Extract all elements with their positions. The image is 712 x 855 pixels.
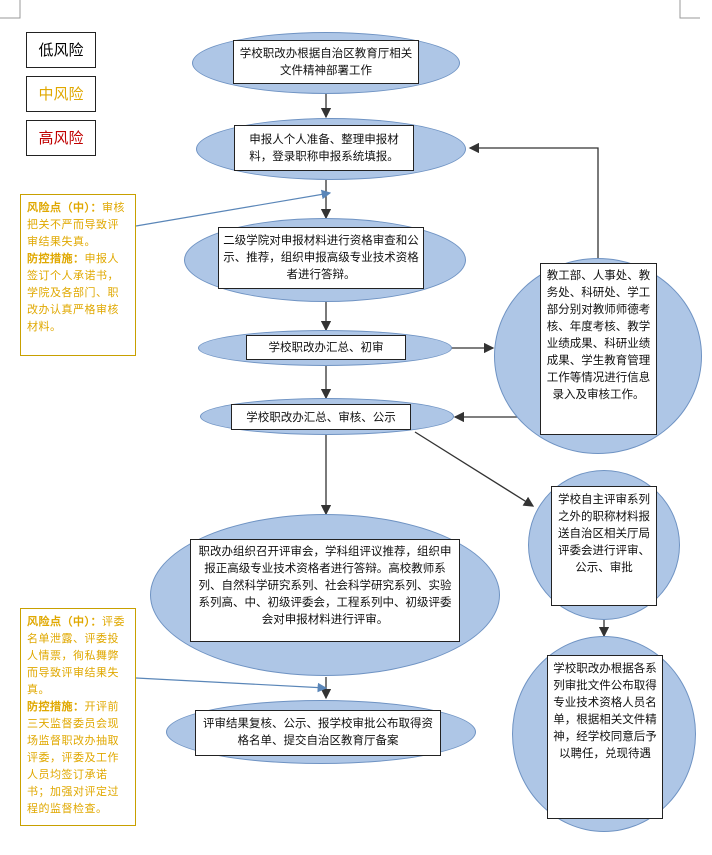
corner-mark-left bbox=[0, 0, 21, 19]
legend-low-risk: 低风险 bbox=[26, 32, 96, 68]
risk-2-label: 风险点（中）： bbox=[27, 615, 102, 628]
node-7-text: 评审结果复核、公示、报学校审批公布取得资格名单、提交自治区教育厅备案 bbox=[195, 710, 441, 756]
arrow-side1-n2 bbox=[468, 142, 599, 258]
risk-1-text: 审核把关不严而导致评审结果失真。 bbox=[27, 201, 125, 248]
risk1-pointer bbox=[135, 189, 332, 227]
node-4-text: 学校职改办汇总、初审 bbox=[246, 335, 406, 360]
risk-note-1: 风险点（中）：审核把关不严而导致评审结果失真。 防控措施：申报人签订个人承诺书，… bbox=[20, 194, 136, 356]
risk-2-measure-label: 防控措施： bbox=[27, 700, 85, 713]
risk-1-measure-label: 防控措施： bbox=[27, 252, 85, 265]
risk-2-measure: 开评前三天监督委员会现场监督职改办抽取评委，评委及工作人员均签订承诺书；加强对评… bbox=[27, 700, 119, 815]
node-6-text: 职改办组织召开评审会，学科组评议推荐，组织申报正高级专业技术资格者进行答辩。高校… bbox=[190, 539, 460, 642]
risk2-pointer bbox=[135, 677, 328, 693]
risk-1-label: 风险点（中）： bbox=[27, 201, 102, 214]
corner-mark-right bbox=[679, 0, 700, 19]
side-1-text: 教工部、人事处、教务处、科研处、学工部分别对教师师德考核、年度考核、教学业绩成果… bbox=[540, 263, 657, 435]
risk-note-2: 风险点（中）：评委名单泄露、评委投人情票，徇私舞弊而导致评审结果失真。 防控措施… bbox=[20, 608, 136, 826]
risk-2-text: 评委名单泄露、评委投人情票，徇私舞弊而导致评审结果失真。 bbox=[27, 615, 125, 696]
side-2-text: 学校自主评审系列之外的职称材料报送自治区相关厅局评委会进行评审、公示、审批 bbox=[551, 486, 657, 606]
arrow-n5-side2 bbox=[414, 431, 535, 507]
node-5-text: 学校职改办汇总、审核、公示 bbox=[231, 404, 411, 430]
risk-1-measure: 申报人签订个人承诺书，学院及各部门、职改办认真严格审核材料。 bbox=[27, 252, 119, 333]
side-3-text: 学校职改办根据各系列审批文件公布取得专业技术资格人员名单，根据相关文件精神，经学… bbox=[547, 655, 663, 819]
node-1-text: 学校职改办根据自治区教育厅相关文件精神部署工作 bbox=[233, 40, 419, 84]
legend-medium-risk: 中风险 bbox=[26, 76, 96, 112]
node-2-text: 申报人个人准备、整理申报材料，登录职称申报系统填报。 bbox=[234, 125, 414, 171]
legend-high-risk: 高风险 bbox=[26, 120, 96, 156]
node-3-text: 二级学院对申报材料进行资格审查和公示、推荐，组织申报高级专业技术资格者进行答辩。 bbox=[218, 227, 424, 289]
